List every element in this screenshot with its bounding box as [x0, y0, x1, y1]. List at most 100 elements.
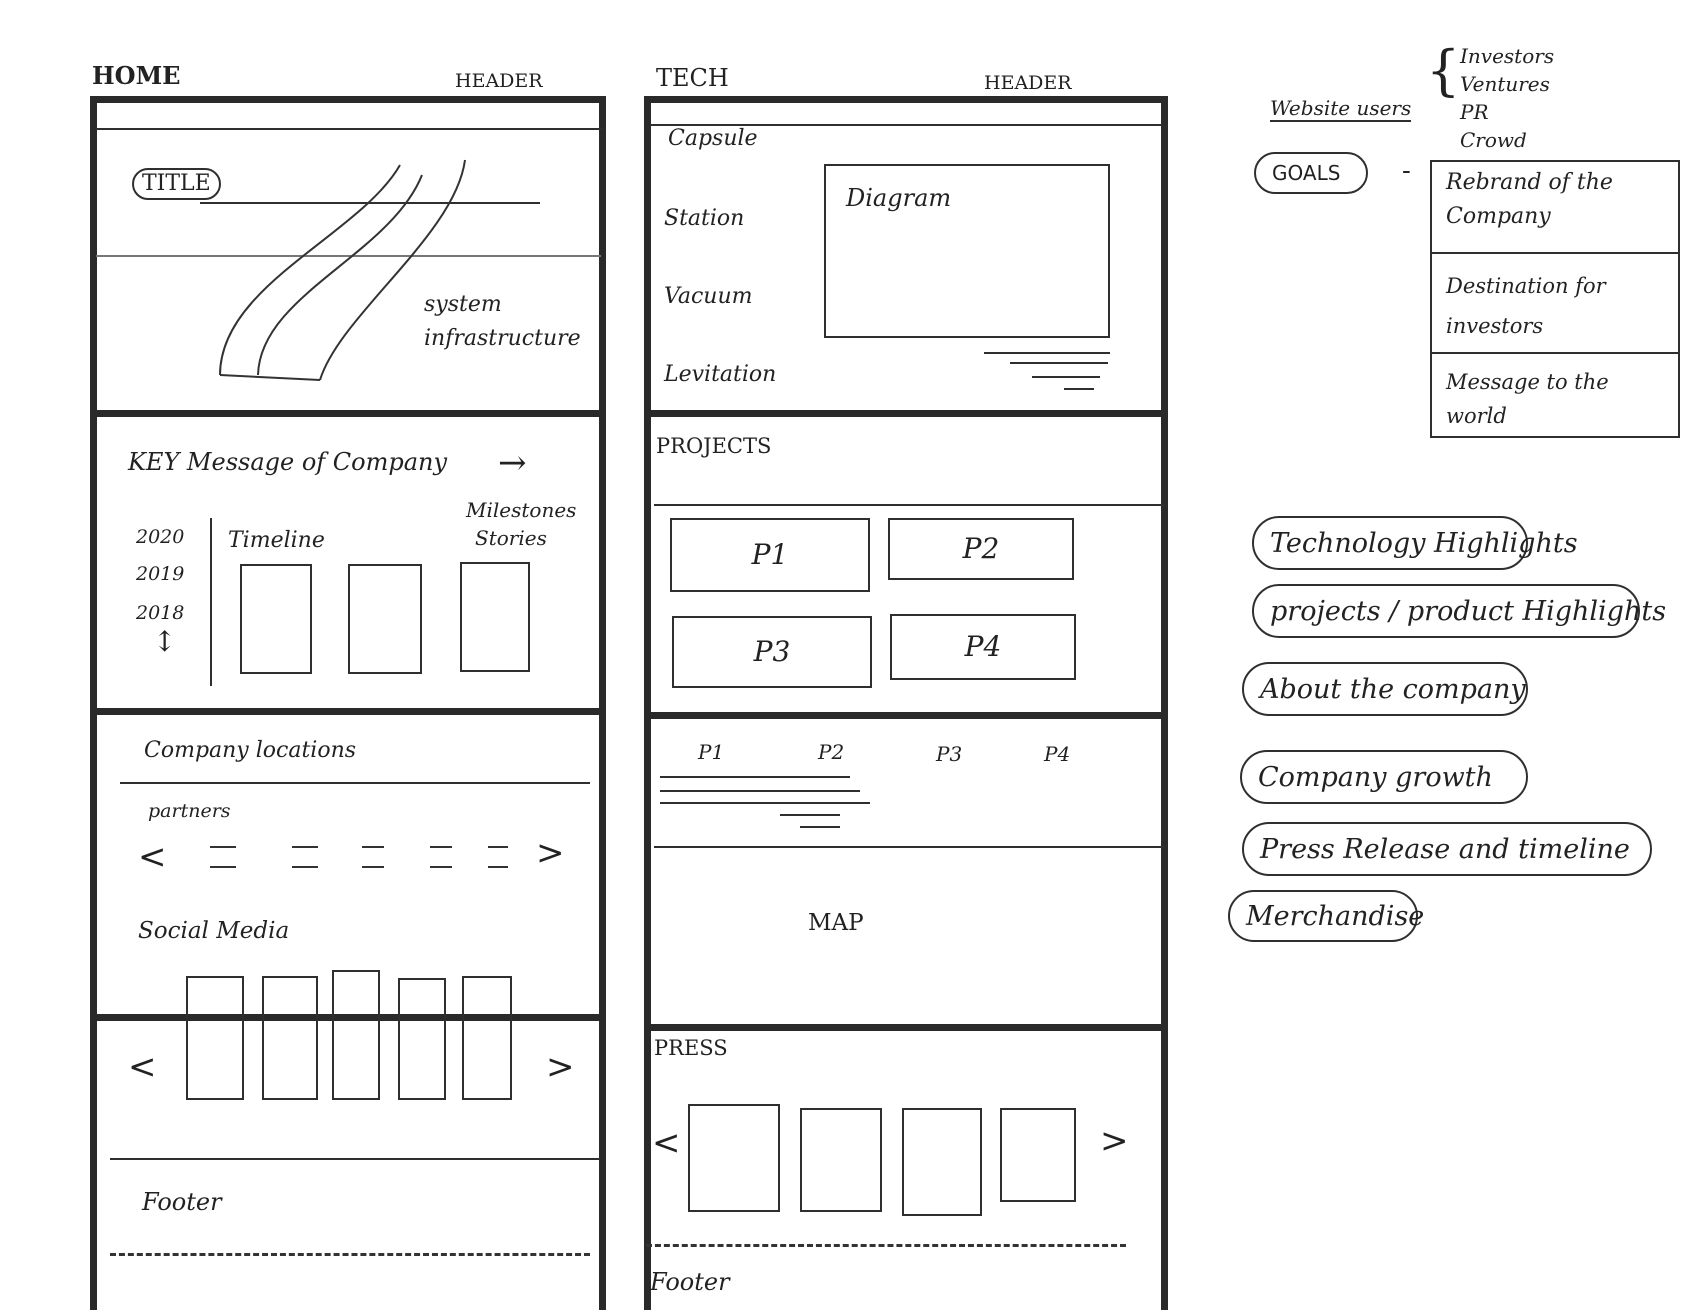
home-timeline-label: Timeline	[228, 528, 325, 553]
goals-list-box	[1430, 160, 1680, 438]
home-page-title: HOME	[92, 61, 181, 90]
website-users-label: Website users	[1270, 96, 1412, 122]
tech-footer-label: Footer	[650, 1268, 730, 1296]
home-year-2020[interactable]: 2020	[136, 526, 185, 548]
goals-pill[interactable]: GOALS	[1254, 152, 1368, 194]
tech-tab-p3[interactable]: P3	[936, 742, 963, 766]
tech-page-title: TECH	[656, 64, 729, 92]
home-hero-title: TITLE	[132, 168, 221, 200]
home-locations-divider	[120, 782, 590, 784]
home-header-label: HEADER	[455, 70, 543, 92]
brace-icon: {	[1426, 39, 1461, 102]
home-hero-caption-1: system	[424, 292, 502, 317]
home-wireframe	[90, 96, 606, 1310]
section-pill-press-release[interactable]: Press Release and timeline	[1242, 822, 1652, 876]
tech-press-card-4[interactable]	[1000, 1108, 1076, 1202]
home-social-card-5[interactable]	[462, 976, 512, 1100]
home-footer-label: Footer	[142, 1188, 222, 1216]
home-locations-label: Company locations	[144, 738, 357, 763]
section-pill-company-growth[interactable]: Company growth	[1240, 750, 1528, 804]
tech-tab-p1[interactable]: P1	[698, 740, 725, 764]
section-pill-label: Company growth	[1258, 761, 1493, 793]
tech-project-card-p2[interactable]: P2	[888, 518, 1074, 580]
tech-menu-station[interactable]: Station	[664, 206, 745, 231]
tech-press-card-2[interactable]	[800, 1108, 882, 1212]
home-timeline-card-2[interactable]	[348, 564, 422, 674]
home-social-card-4[interactable]	[398, 978, 446, 1100]
section-pill-merchandise[interactable]: Merchandise	[1228, 890, 1424, 942]
section-pill-label: About the company	[1260, 673, 1526, 705]
section-pill-label: Press Release and timeline	[1260, 833, 1630, 865]
tech-projects-divider	[654, 504, 1164, 506]
tech-projects-label: PROJECTS	[656, 434, 772, 458]
tech-diagram-box	[824, 164, 1110, 338]
goal-1-line-2: Company	[1446, 204, 1551, 229]
tech-press-label: PRESS	[654, 1036, 728, 1060]
home-hero-line	[200, 202, 540, 204]
partners-prev-icon[interactable]: <	[138, 837, 167, 877]
home-footer-divider	[110, 1158, 600, 1160]
home-stories-label: Stories	[475, 526, 547, 550]
home-timeline-card-3[interactable]	[460, 562, 530, 672]
partners-next-icon[interactable]: >	[536, 833, 565, 873]
user-investors: Investors	[1460, 44, 1555, 68]
home-footer-dashed-line	[110, 1253, 590, 1256]
tech-tab-p4[interactable]: P4	[1044, 742, 1071, 766]
tech-section-divider-1	[644, 410, 1168, 417]
home-timeline-divider	[210, 518, 212, 686]
tech-project-card-p4[interactable]: P4	[890, 614, 1076, 680]
user-ventures: Ventures	[1460, 72, 1550, 96]
section-pill-label: Technology Highlights	[1270, 527, 1578, 559]
section-pill-label: projects / product Highlights	[1270, 595, 1667, 627]
social-next-icon[interactable]: >	[546, 1047, 575, 1087]
home-year-2018[interactable]: 2018	[136, 602, 185, 624]
press-prev-icon[interactable]: <	[652, 1123, 681, 1163]
home-hero-road-sketch	[219, 159, 466, 381]
home-section-divider-3	[90, 1014, 606, 1021]
home-partners-label: partners	[148, 800, 231, 822]
goal-2-line-1: Destination for	[1446, 274, 1606, 298]
tech-menu-capsule[interactable]: Capsule	[668, 126, 758, 151]
tech-header-label: HEADER	[984, 72, 1072, 94]
home-timeline-card-1[interactable]	[240, 564, 312, 674]
section-pill-about-company[interactable]: About the company	[1242, 662, 1528, 716]
tech-tab-p2[interactable]: P2	[818, 740, 845, 764]
project-label: P2	[962, 532, 1000, 565]
home-section-divider-2	[90, 708, 606, 715]
section-pill-technology-highlights[interactable]: Technology Highlights	[1252, 516, 1578, 570]
home-social-card-1[interactable]	[186, 976, 244, 1100]
tech-project-card-p3[interactable]: P3	[672, 616, 872, 688]
press-next-icon[interactable]: >	[1100, 1121, 1129, 1161]
goal-3-line-2: world	[1446, 404, 1507, 428]
tech-menu-levitation[interactable]: Levitation	[664, 362, 777, 387]
social-prev-icon[interactable]: <	[128, 1047, 157, 1087]
project-label: P1	[751, 538, 789, 571]
goals-dash: -	[1402, 156, 1411, 186]
home-milestones-label: Milestones	[466, 498, 577, 522]
tech-diagram-label: Diagram	[846, 184, 952, 212]
tech-project-card-p1[interactable]: P1	[670, 518, 870, 592]
tech-section-divider-3	[644, 1024, 1168, 1031]
tech-header-divider	[650, 124, 1162, 126]
arrow-right-icon[interactable]: →	[498, 443, 527, 483]
tech-map-label: MAP	[808, 910, 864, 936]
home-hero-caption-2: infrastructure	[424, 326, 581, 351]
tech-press-card-1[interactable]	[688, 1104, 780, 1212]
user-crowd: Crowd	[1460, 128, 1527, 152]
home-social-card-2[interactable]	[262, 976, 318, 1100]
home-year-2019[interactable]: 2019	[136, 563, 185, 585]
tech-press-card-3[interactable]	[902, 1108, 982, 1216]
goal-3-line-1: Message to the	[1446, 370, 1609, 394]
home-social-card-3[interactable]	[332, 970, 380, 1100]
section-pill-projects-highlights[interactable]: projects / product Highlights	[1252, 584, 1666, 638]
home-section-divider-1	[90, 410, 606, 417]
home-key-message: KEY Message of Company	[128, 448, 448, 476]
tech-section-divider-2	[644, 712, 1168, 719]
section-pill-label: Merchandise	[1246, 900, 1425, 932]
scroll-arrow-icon[interactable]: ↕	[153, 625, 177, 658]
tech-tabs-divider	[654, 846, 1164, 848]
goal-1-line-1: Rebrand of the	[1446, 170, 1613, 195]
tech-footer-dashed-line	[646, 1244, 1126, 1247]
goals-label: GOALS	[1272, 161, 1341, 185]
tech-menu-vacuum[interactable]: Vacuum	[664, 284, 753, 309]
